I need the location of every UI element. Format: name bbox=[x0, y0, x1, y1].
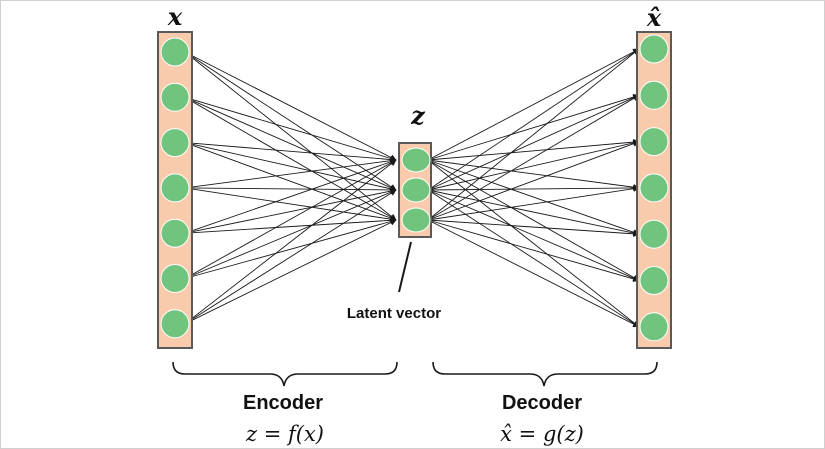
latent-node bbox=[401, 207, 431, 233]
decoder-edge bbox=[427, 159, 640, 191]
output-node bbox=[639, 127, 669, 157]
latent-vector-label: Latent vector bbox=[347, 305, 441, 322]
encoder-edge bbox=[184, 96, 397, 191]
encoder-edge bbox=[184, 96, 397, 221]
decoder-edge bbox=[427, 185, 640, 221]
output-node bbox=[639, 312, 669, 342]
output-nodes bbox=[639, 34, 669, 342]
encoder-connections bbox=[184, 51, 397, 325]
decoder-edge bbox=[427, 139, 640, 191]
encoder-edge bbox=[184, 142, 397, 163]
encoder-edge bbox=[184, 159, 397, 279]
latent-nodes bbox=[401, 147, 431, 233]
encoder-edge bbox=[184, 186, 397, 194]
encoder-edge bbox=[184, 157, 397, 189]
decoder-edge bbox=[427, 93, 640, 161]
input-node bbox=[160, 309, 190, 339]
decoder-edge bbox=[427, 189, 640, 282]
encoder-edge bbox=[184, 159, 397, 325]
decoder-edge bbox=[427, 219, 640, 328]
input-node bbox=[160, 218, 190, 248]
input-node bbox=[160, 173, 190, 203]
output-node bbox=[639, 266, 669, 295]
output-node bbox=[639, 80, 669, 110]
latent-node bbox=[401, 147, 431, 173]
encoder-edge bbox=[184, 96, 397, 162]
encoder-title: Encoder bbox=[243, 392, 323, 414]
decoder-edge bbox=[427, 48, 640, 191]
decoder-title: Decoder bbox=[502, 392, 582, 414]
encoder-formula: z = f(x) bbox=[245, 422, 324, 446]
decoder-edge bbox=[427, 140, 640, 221]
latent-layer-label: z bbox=[410, 101, 426, 130]
output-layer-label: x̂ bbox=[646, 3, 662, 32]
output-node bbox=[639, 173, 669, 203]
decoder-edge bbox=[427, 184, 640, 192]
decoder-edge bbox=[427, 48, 640, 221]
input-node bbox=[160, 264, 190, 293]
latent-vector-pointer bbox=[398, 241, 412, 293]
encoder-edge bbox=[184, 189, 397, 279]
decoder-edge bbox=[427, 94, 640, 221]
decoder-edge bbox=[427, 48, 640, 161]
decoder-edge bbox=[427, 138, 640, 161]
encoder-edge bbox=[184, 51, 397, 221]
encoder-edge bbox=[184, 142, 397, 222]
decoder-edge bbox=[427, 94, 640, 191]
decoder-edge bbox=[427, 159, 640, 281]
decoder-brace bbox=[432, 361, 658, 387]
decoder-edge bbox=[427, 159, 640, 328]
decoder-edge bbox=[427, 219, 640, 237]
encoder-edge bbox=[184, 219, 397, 325]
encoder-edge bbox=[184, 142, 397, 192]
decoder-edge bbox=[427, 219, 640, 282]
input-node bbox=[160, 37, 190, 67]
decoder-edge bbox=[427, 189, 640, 328]
output-node bbox=[639, 219, 669, 249]
input-node bbox=[160, 82, 190, 112]
latent-node bbox=[401, 177, 431, 203]
input-nodes bbox=[160, 37, 190, 339]
decoder-connections bbox=[427, 48, 640, 328]
encoder-edge bbox=[184, 188, 397, 234]
encoder-edge bbox=[184, 187, 397, 223]
output-node bbox=[639, 34, 669, 64]
encoder-edge bbox=[184, 51, 397, 161]
encoder-edge bbox=[184, 158, 397, 234]
encoder-edge bbox=[184, 218, 397, 279]
decoder-edge bbox=[427, 159, 640, 236]
encoder-edge bbox=[184, 189, 397, 325]
decoder-edge bbox=[427, 189, 640, 237]
encoder-brace bbox=[172, 361, 398, 387]
encoder-edge bbox=[184, 217, 397, 234]
decoder-formula: x̂ = g(z) bbox=[500, 422, 584, 446]
input-node bbox=[160, 128, 190, 158]
encoder-edge bbox=[184, 51, 397, 191]
input-layer-label: x bbox=[167, 2, 183, 31]
